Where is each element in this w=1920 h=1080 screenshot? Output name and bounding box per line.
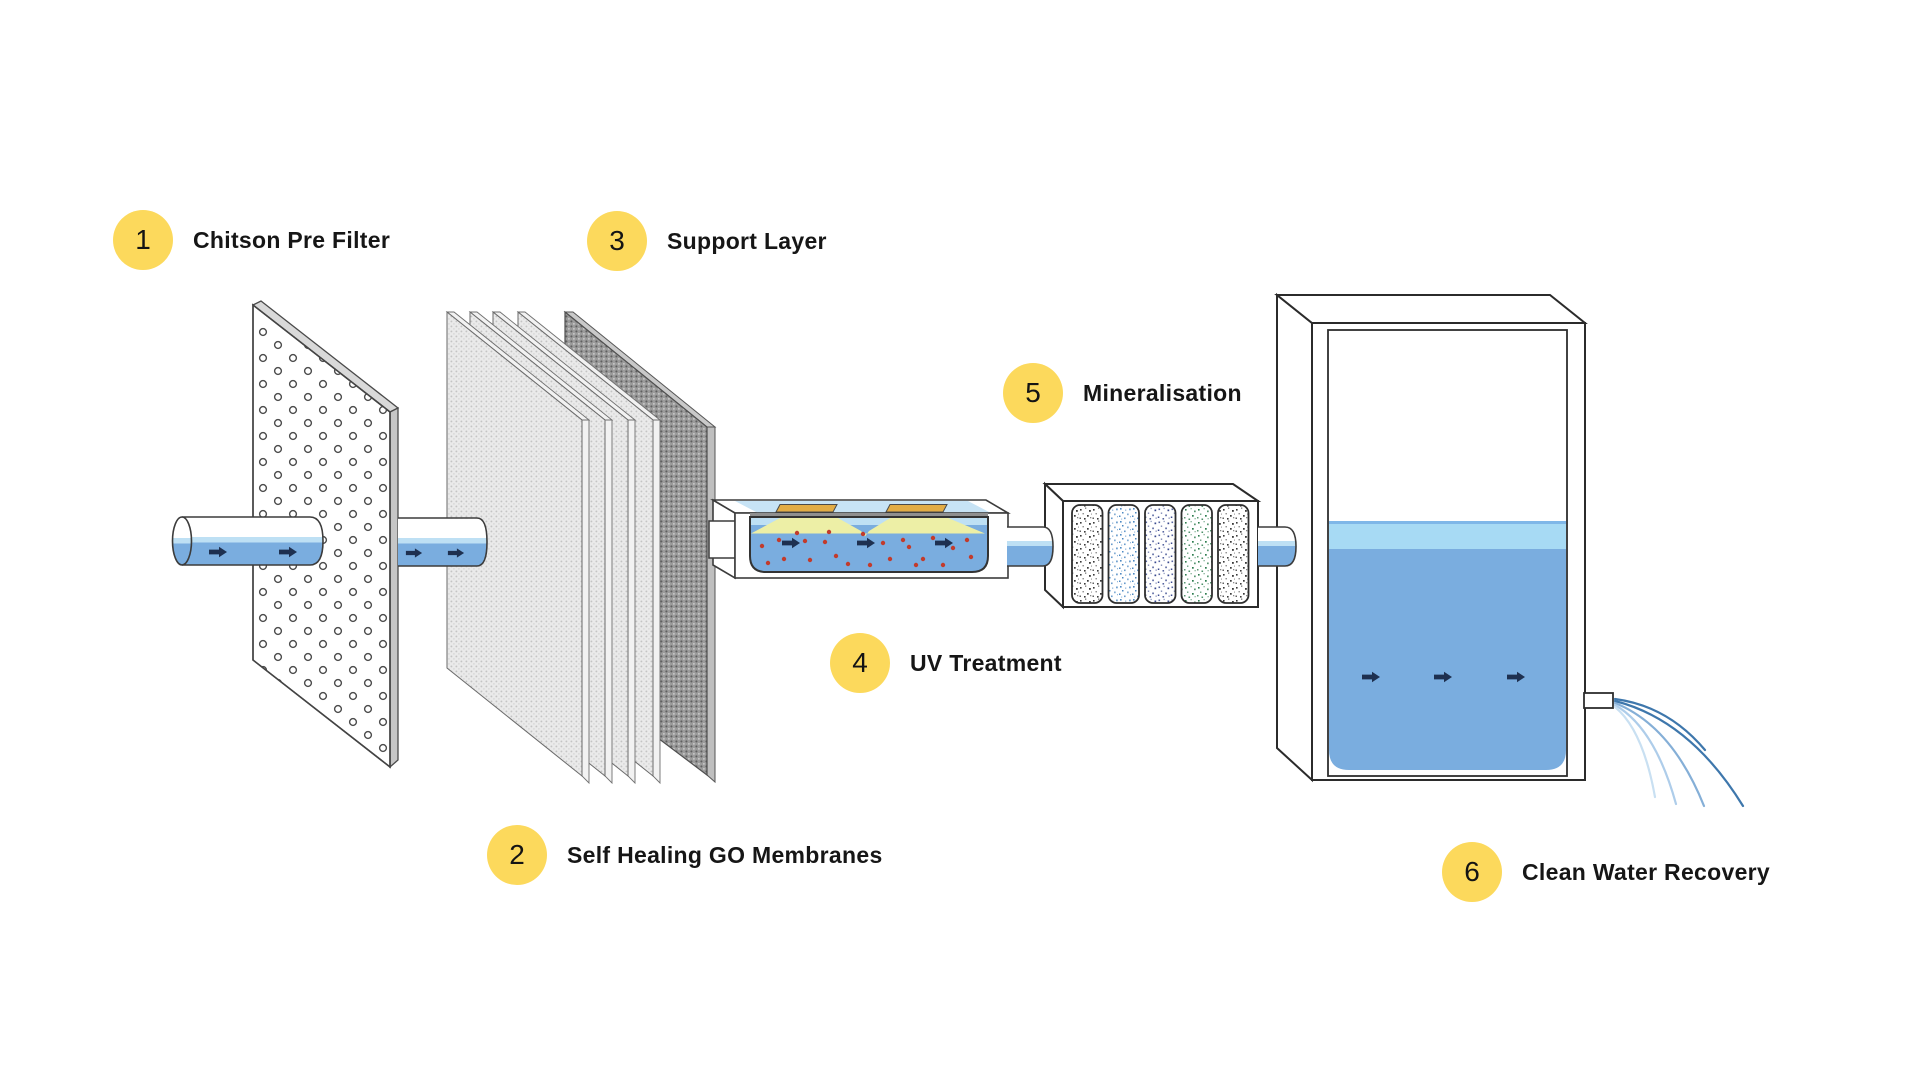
transfer-pipe (398, 517, 488, 567)
step-5-label: Mineralisation (1083, 379, 1242, 406)
mineral-cartridge-gray (1217, 504, 1250, 604)
step-4-label: UV Treatment (910, 649, 1062, 676)
step-6-label: Clean Water Recovery (1522, 858, 1771, 885)
step-6: 6 Clean Water Recovery (1442, 842, 1770, 902)
uv-inlet-nub (708, 520, 736, 559)
mineral-cartridge-navy (1144, 504, 1177, 604)
step-1: 1 Chitson Pre Filter (113, 210, 390, 270)
uv-light-beams (751, 517, 985, 537)
water-spray (1613, 697, 1745, 808)
mineralisation-unit (1042, 481, 1262, 610)
step-5-badge: 5 (1003, 363, 1063, 423)
uv-rim (750, 513, 988, 518)
mineral-cartridge-gray (1071, 504, 1104, 604)
step-2: 2 Self Healing GO Membranes (487, 825, 883, 885)
uv-lamp-icon (775, 504, 838, 513)
go-membrane-sheet (445, 310, 591, 785)
transfer-pipe (1258, 526, 1297, 567)
outlet-spout (1583, 692, 1614, 709)
transfer-pipe (1007, 526, 1054, 567)
clean-water-outlet (1583, 692, 1745, 808)
uv-treatment-unit (708, 498, 1011, 580)
step-5: 5 Mineralisation (1003, 363, 1242, 423)
step-6-badge: 6 (1442, 842, 1502, 902)
clean-water-tank (1274, 292, 1588, 783)
mineral-cartridge-blue (1107, 504, 1140, 604)
step-4-badge: 4 (830, 633, 890, 693)
mineral-cartridge-green (1180, 504, 1213, 604)
inlet-pipe (171, 516, 324, 566)
step-4: 4 UV Treatment (830, 633, 1062, 693)
step-1-badge: 1 (113, 210, 173, 270)
step-3-badge: 3 (587, 211, 647, 271)
uv-top-window (735, 501, 990, 513)
uv-lamp-icon (885, 504, 948, 513)
pathogen-particles (759, 529, 974, 568)
step-2-label: Self Healing GO Membranes (567, 841, 883, 868)
step-3-label: Support Layer (667, 227, 827, 254)
step-1-label: Chitson Pre Filter (193, 226, 391, 253)
go-membranes-and-support-stack (445, 310, 717, 785)
step-2-badge: 2 (487, 825, 547, 885)
tank-water (1329, 521, 1566, 770)
step-3: 3 Support Layer (587, 211, 827, 271)
mineral-cartridges (1071, 504, 1250, 604)
